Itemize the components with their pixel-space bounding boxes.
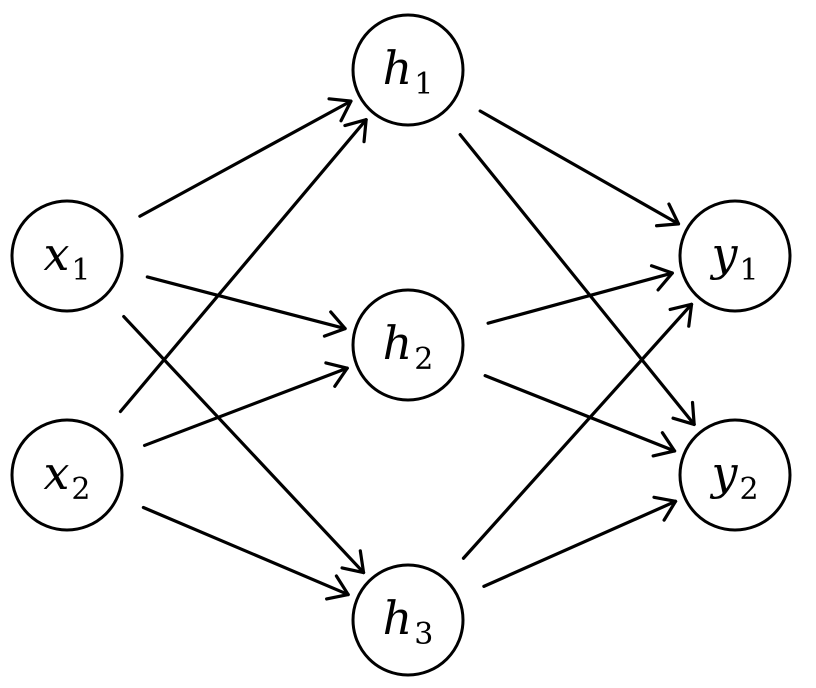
node-circle bbox=[10, 418, 124, 532]
node-symbol: h bbox=[383, 591, 413, 645]
node-symbol: x bbox=[43, 446, 69, 500]
arrowhead-icon bbox=[343, 118, 368, 144]
node-label: x2 bbox=[43, 446, 90, 507]
arrowhead-icon bbox=[340, 549, 366, 575]
edge-line bbox=[458, 132, 696, 427]
arrowhead-icon bbox=[652, 495, 678, 522]
edge-h2-y1 bbox=[486, 264, 674, 325]
edge-line bbox=[461, 302, 694, 560]
arrowhead-icon bbox=[651, 431, 677, 458]
node-y2: y2 bbox=[678, 418, 792, 532]
node-subscript: 2 bbox=[414, 342, 433, 377]
edge-x2-h1 bbox=[118, 118, 368, 414]
edge-h1-y1 bbox=[478, 109, 681, 228]
arrowhead-icon bbox=[322, 310, 347, 338]
edge-h3-y1 bbox=[461, 302, 694, 560]
edge-line bbox=[483, 374, 677, 453]
node-circle bbox=[351, 13, 465, 127]
node-y1: y1 bbox=[678, 199, 792, 313]
node-symbol: x bbox=[43, 227, 69, 281]
node-circle bbox=[678, 199, 792, 313]
edge-x2-h3 bbox=[141, 505, 350, 601]
node-subscript: 1 bbox=[71, 253, 90, 288]
node-label: h1 bbox=[383, 41, 434, 102]
edge-line bbox=[145, 275, 347, 331]
edge-line bbox=[138, 99, 353, 218]
arrowhead-icon bbox=[649, 264, 674, 292]
node-subscript: 1 bbox=[739, 253, 758, 288]
node-circle bbox=[351, 288, 465, 402]
node-label: y1 bbox=[709, 227, 758, 288]
edge-line bbox=[141, 505, 350, 597]
edge-x2-h2 bbox=[142, 361, 349, 448]
edge-line bbox=[142, 366, 349, 448]
node-symbol: y bbox=[709, 446, 738, 500]
node-symbol: y bbox=[709, 227, 738, 281]
arrowhead-icon bbox=[671, 400, 696, 427]
node-label: h3 bbox=[383, 591, 434, 652]
node-h3: h3 bbox=[351, 563, 465, 677]
node-x2: x2 bbox=[10, 418, 124, 532]
node-label: y2 bbox=[709, 446, 758, 507]
node-circle bbox=[351, 563, 465, 677]
edge-x1-h3 bbox=[122, 314, 366, 575]
edge-line bbox=[478, 109, 681, 226]
node-label: x1 bbox=[43, 227, 90, 288]
node-h2: h2 bbox=[351, 288, 465, 402]
node-label: h2 bbox=[383, 316, 434, 377]
edge-line bbox=[122, 314, 366, 575]
edge-h3-y2 bbox=[482, 495, 678, 588]
arrowhead-icon bbox=[654, 202, 681, 228]
node-subscript: 2 bbox=[739, 472, 758, 507]
edge-x1-h1 bbox=[138, 97, 353, 218]
node-circle bbox=[10, 199, 124, 313]
node-subscript: 2 bbox=[71, 472, 90, 507]
arrowhead-icon bbox=[325, 574, 350, 601]
edge-line bbox=[486, 271, 674, 325]
arrowhead-icon bbox=[668, 302, 694, 328]
edge-line bbox=[118, 118, 368, 414]
edges-layer bbox=[118, 97, 696, 601]
node-subscript: 3 bbox=[414, 617, 433, 652]
node-circle bbox=[678, 418, 792, 532]
edge-line bbox=[482, 499, 678, 588]
edge-h1-y2 bbox=[458, 132, 696, 427]
edge-h2-y2 bbox=[483, 374, 677, 458]
node-subscript: 1 bbox=[414, 67, 433, 102]
node-x1: x1 bbox=[10, 199, 124, 313]
node-h1: h1 bbox=[351, 13, 465, 127]
edge-x1-h2 bbox=[145, 275, 347, 338]
arrowhead-icon bbox=[327, 97, 353, 123]
node-symbol: h bbox=[383, 41, 413, 95]
node-symbol: h bbox=[383, 316, 413, 370]
arrowhead-icon bbox=[324, 361, 349, 388]
